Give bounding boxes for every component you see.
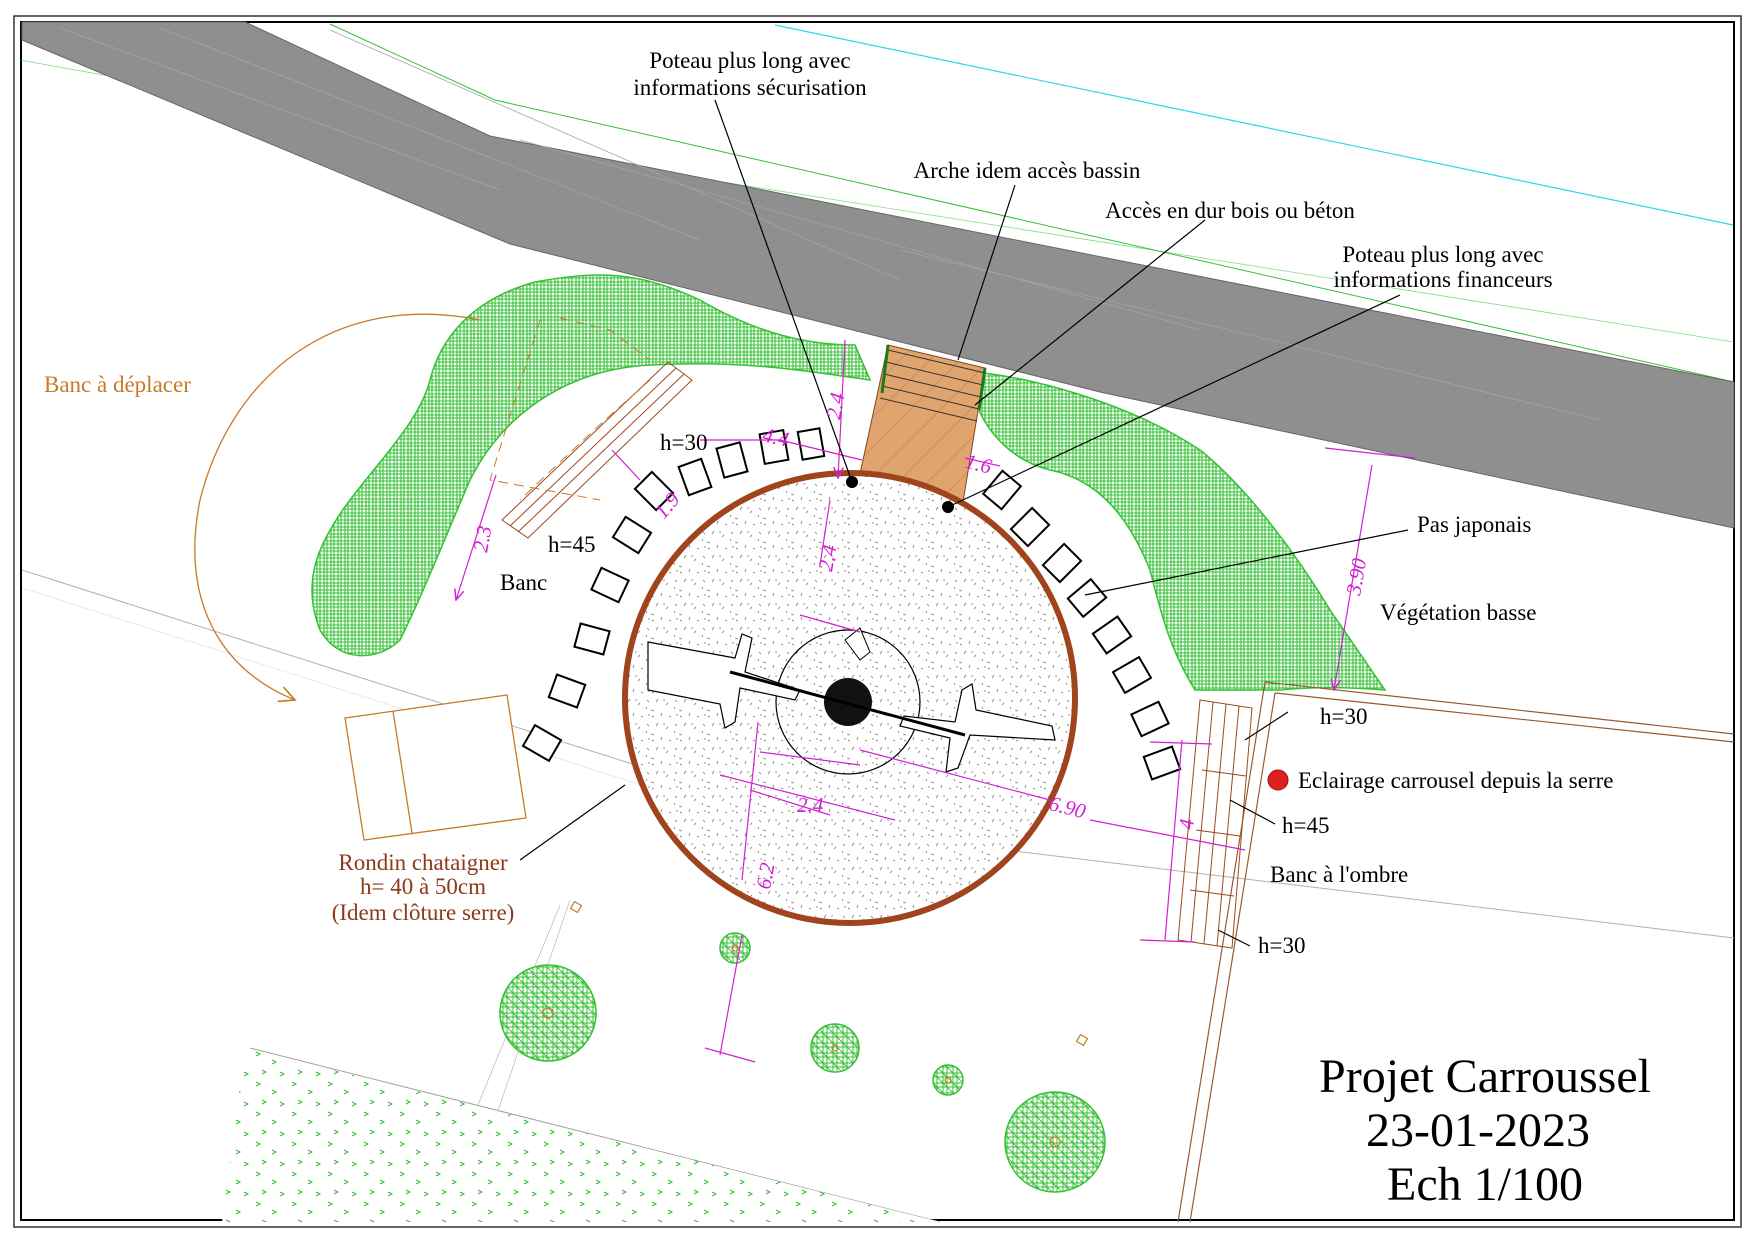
dim-2-4-top: 2.4 (821, 390, 849, 421)
label-h30-right-bottom: h=30 (1258, 933, 1305, 958)
label-vegetation-basse: Végétation basse (1380, 600, 1536, 625)
leader-lines (519, 99, 1409, 947)
carousel-inner-circle (775, 629, 921, 775)
arch-post-left (880, 344, 890, 394)
outer-frame (13, 15, 1742, 1228)
title-date: 23-01-2023 (1366, 1104, 1590, 1157)
carousel-plane-left (647, 633, 801, 729)
bench-shade (1177, 699, 1253, 949)
stepping-stones (521, 427, 1182, 781)
dim-4: 4 (1174, 817, 1199, 830)
tree-small-1 (719, 932, 751, 964)
arch-slats (879, 349, 986, 422)
tree-large-1 (499, 964, 597, 1062)
carousel-arm (729, 670, 966, 737)
dim-4-4: 4.4 (760, 423, 791, 452)
carousel-plane-right (899, 683, 1056, 773)
label-arche: Arche idem accès bassin (914, 158, 1141, 183)
carousel-ring (622, 470, 1078, 926)
label-rondin-1: Rondin chataigner (338, 850, 508, 875)
move-arrow (194, 313, 481, 700)
label-h45-right: h=45 (1282, 813, 1329, 838)
carousel-small-plane (844, 627, 871, 661)
dim-2-3: 2.3 (468, 524, 496, 554)
tree-centers (542, 900, 1089, 1148)
bench-left (489, 317, 693, 539)
label-banc-a-deplacer: Banc à déplacer (44, 372, 191, 397)
green-boundary-line (329, 23, 1735, 383)
carousel-center-hub (824, 678, 872, 726)
label-pas-japonais: Pas japonais (1417, 512, 1531, 537)
label-h45-left: h=45 (548, 532, 595, 557)
tree-small-2 (810, 1023, 860, 1073)
dimension-lines (456, 339, 1416, 1063)
label-h30-top: h=30 (660, 430, 707, 455)
bench-to-move (344, 694, 527, 841)
vegetation-left (311, 274, 872, 657)
tree-small-3 (932, 1064, 964, 1096)
vegetation-right (974, 371, 1387, 691)
water-edge-line (774, 24, 1734, 226)
dim-2-4-mid: 2.4 (813, 542, 841, 573)
label-banc: Banc (500, 570, 547, 595)
dim-6-90: 6.90 (1047, 791, 1089, 823)
label-h30-right-top: h=30 (1320, 704, 1367, 729)
dim-6-2: 6.2 (751, 860, 779, 891)
arch-post-right (977, 367, 987, 411)
label-rondin-2: h= 40 à 50cm (360, 874, 486, 899)
trees (499, 932, 1106, 1193)
title-projet: Projet Carroussel (1319, 1050, 1651, 1103)
label-acces: Accès en dur bois ou béton (1105, 198, 1355, 223)
label-rondin-3: (Idem clôture serre) (332, 900, 515, 925)
grass-area (222, 1048, 940, 1222)
label-banc-ombre: Banc à l'ombre (1270, 862, 1408, 887)
label-poteau-securisation-1: Poteau plus long avec (649, 48, 850, 73)
greenhouse-outline (1177, 681, 1735, 1223)
road (21, 21, 1735, 529)
tree-large-2 (1004, 1091, 1106, 1193)
label-poteau-financeurs-1: Poteau plus long avec (1342, 242, 1543, 267)
label-poteau-financeurs-2: informations financeurs (1333, 267, 1552, 292)
road-texture (59, 27, 1601, 421)
label-poteau-securisation-2: informations sécurisation (633, 75, 867, 100)
label-eclairage: Eclairage carrousel depuis la serre (1298, 768, 1613, 793)
dim-3-90: 3.90 (1341, 556, 1371, 598)
title-scale: Ech 1/100 (1387, 1158, 1583, 1211)
lighting-icon (1267, 769, 1289, 791)
dim-2-4-low: 2.4 (797, 793, 824, 817)
